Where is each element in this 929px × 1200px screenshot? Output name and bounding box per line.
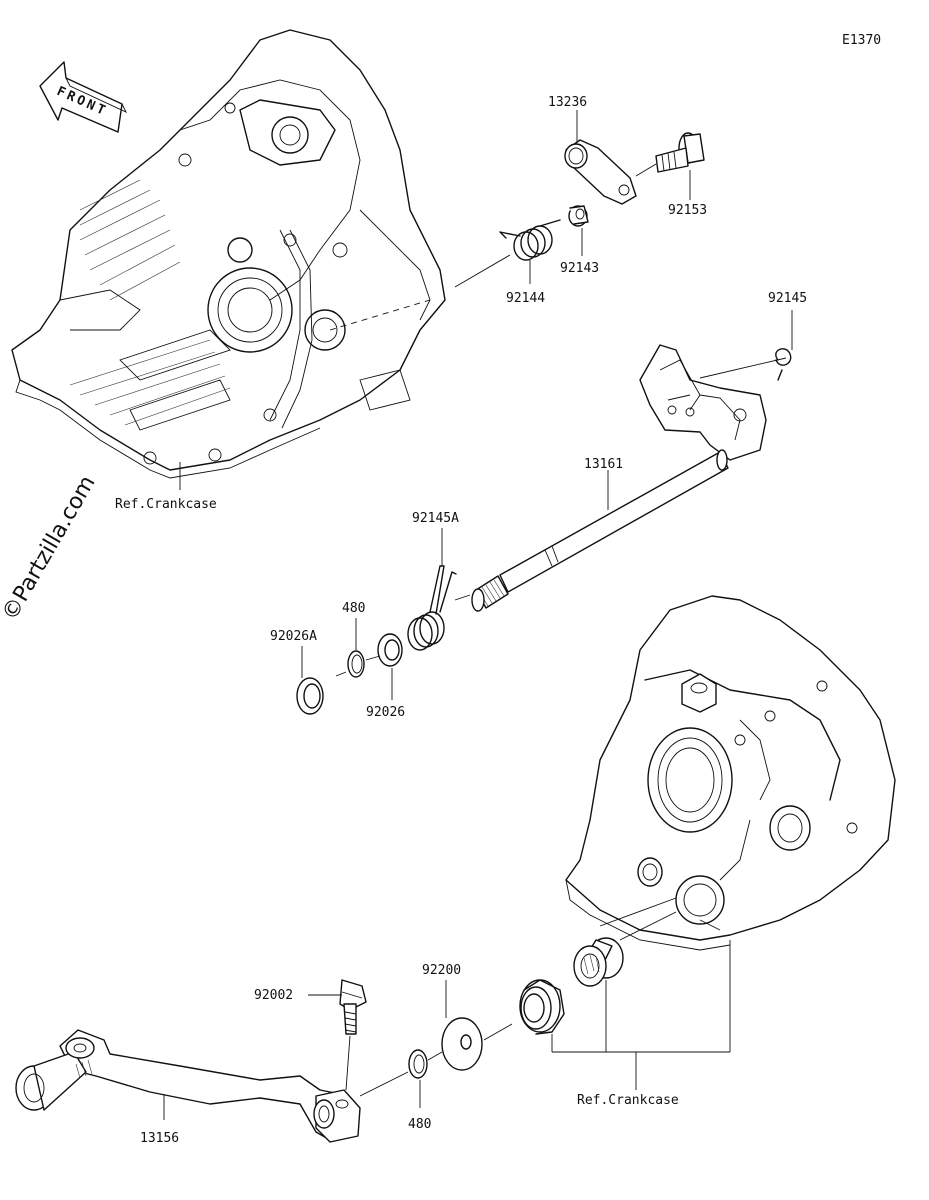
callout-480-upper: 480 xyxy=(342,601,365,616)
part-92145-spring xyxy=(775,348,792,381)
callout-92153: 92153 xyxy=(668,203,707,218)
right-crankcase xyxy=(565,595,896,951)
callout-92143: 92143 xyxy=(560,261,599,276)
watermark: ©Partzilla.com xyxy=(0,472,101,625)
callout-92145A: 92145A xyxy=(412,511,459,526)
callout-13161: 13161 xyxy=(584,457,623,472)
part-480-circlip-lower xyxy=(408,1049,428,1079)
part-13236-link xyxy=(564,139,637,205)
part-92153-bolt xyxy=(655,132,705,173)
ref-crankcase-left: Ref.Crankcase xyxy=(115,497,217,512)
part-480-circlip-upper xyxy=(347,650,365,678)
part-oil-seal xyxy=(519,979,565,1035)
callout-480-lower: 480 xyxy=(408,1117,431,1132)
part-92026A-washer xyxy=(296,677,324,715)
ref-crankcase-right: Ref.Crankcase xyxy=(577,1093,679,1108)
part-92002-bolt xyxy=(339,979,367,1035)
part-92026-washer xyxy=(377,633,403,667)
callout-92144: 92144 xyxy=(506,291,545,306)
callout-92026: 92026 xyxy=(366,705,405,720)
part-92200-washer xyxy=(441,1017,483,1071)
callout-92145: 92145 xyxy=(768,291,807,306)
callout-13236: 13236 xyxy=(548,95,587,110)
part-needle-bearing xyxy=(573,937,624,987)
callout-13156: 13156 xyxy=(140,1131,179,1146)
callout-92002: 92002 xyxy=(254,988,293,1003)
diagram-id: E1370 xyxy=(842,33,881,48)
front-arrow-icon: FRONT xyxy=(39,61,127,133)
callout-92200: 92200 xyxy=(422,963,461,978)
left-crankcase xyxy=(11,29,446,479)
part-13156-shift-pedal xyxy=(15,1029,361,1143)
part-13161-shift-shaft xyxy=(471,344,787,612)
part-92144-spring xyxy=(499,219,561,261)
callout-92026A: 92026A xyxy=(270,629,317,644)
part-92145A-spring xyxy=(407,565,457,651)
part-92143-collar xyxy=(568,205,589,227)
